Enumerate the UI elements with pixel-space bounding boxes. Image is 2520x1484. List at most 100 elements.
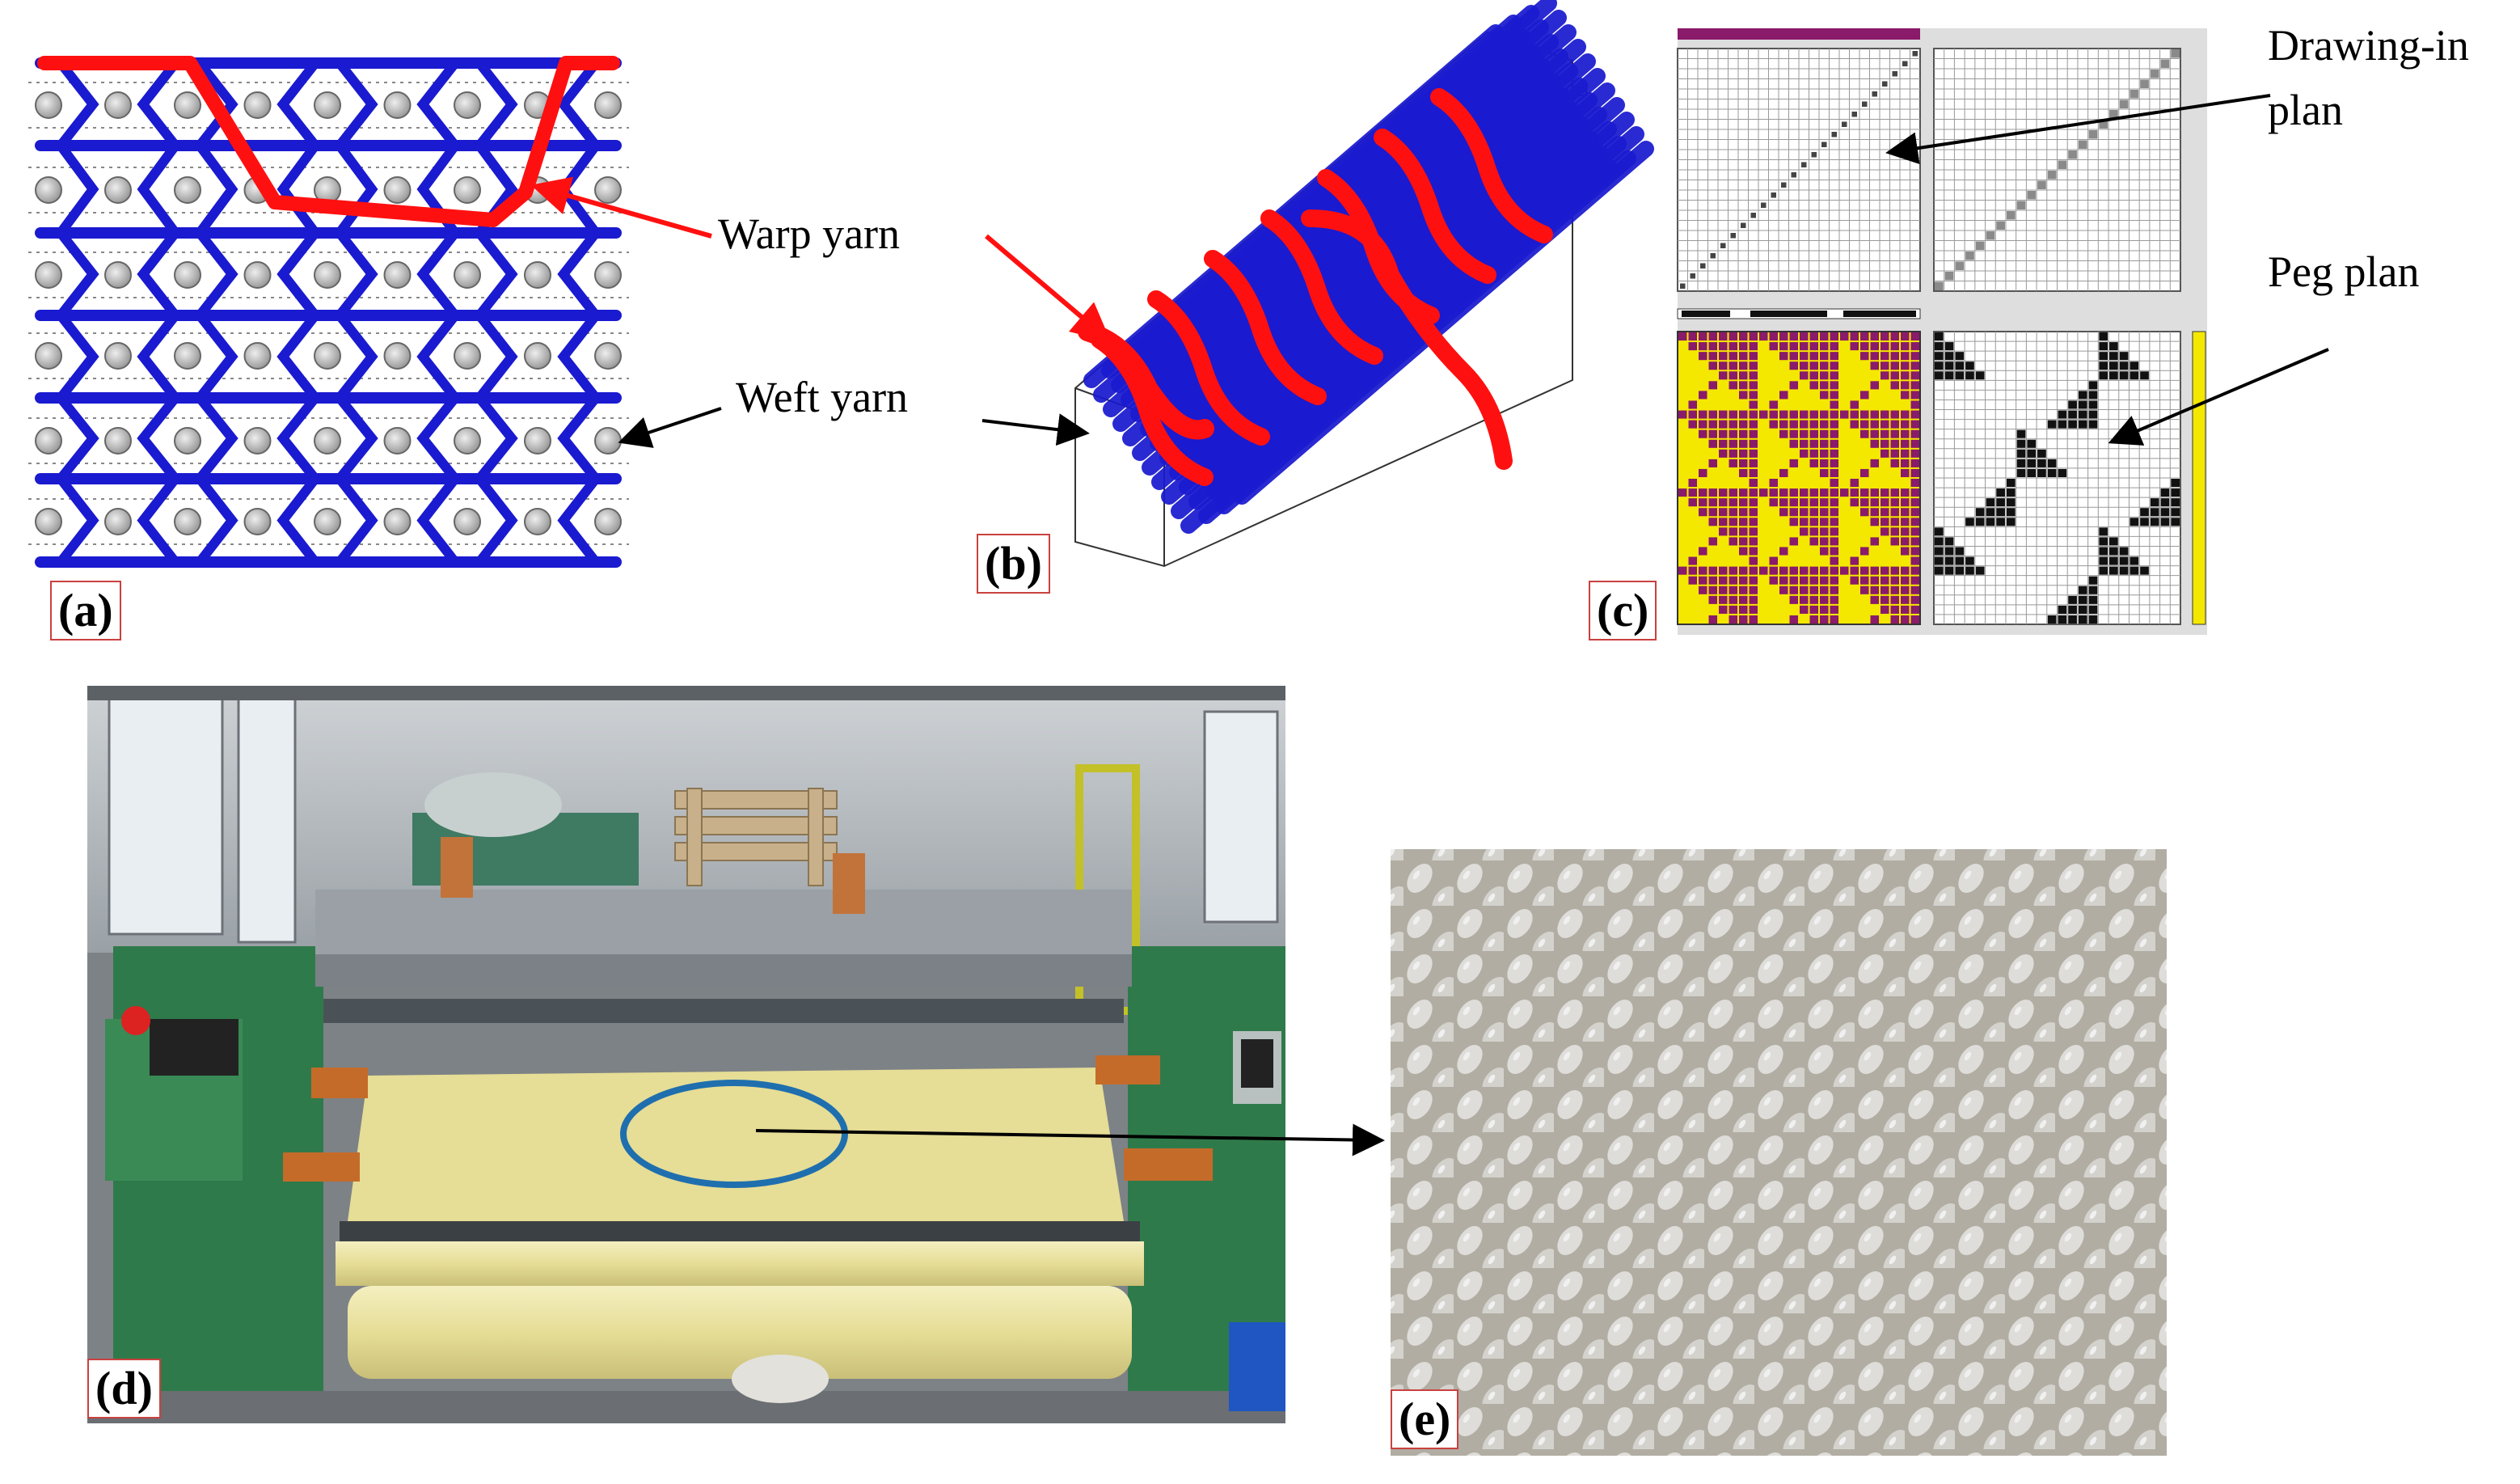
weft-yarn-section (174, 342, 201, 370)
weave-pattern-cell (1699, 547, 1707, 556)
weave-pattern-cell (1739, 391, 1748, 400)
peg-cell (1935, 361, 1944, 370)
weave-pattern-cell (1800, 332, 1809, 341)
weave-pattern-cell (1708, 429, 1717, 438)
weave-pattern-cell (1699, 468, 1707, 477)
weave-pattern-cell (1739, 537, 1748, 546)
drawing-in-label-line1: Drawing-in (2268, 21, 2469, 70)
weave-pattern-cell (1769, 488, 1778, 497)
weave-pattern-cell (1850, 342, 1859, 351)
weave-pattern-cell (1890, 381, 1899, 390)
weave-pattern-cell (1749, 342, 1758, 351)
peg-cell (2119, 556, 2129, 565)
weave-pattern-cell (1830, 595, 1838, 604)
weave-pattern-cell (1779, 332, 1788, 341)
weave-pattern-cell (1800, 595, 1809, 604)
weave-pattern-cell (1739, 518, 1748, 526)
weave-pattern-cell (1688, 566, 1697, 575)
drawing-in-cell (1842, 121, 1847, 127)
peg-cell (1944, 566, 1954, 575)
weave-pattern-grid (1677, 331, 1921, 625)
peg-cell (2068, 605, 2077, 614)
weave-pattern-cell (1789, 410, 1798, 419)
weave-pattern-cell (1870, 381, 1879, 390)
peg-cell (2099, 556, 2108, 565)
weave-pattern-cell (1830, 518, 1838, 526)
weave-pattern-cell (1820, 468, 1829, 477)
peg-cell (1935, 547, 1944, 556)
weave-pattern-cell (1881, 342, 1889, 351)
weave-pattern-cell (1890, 410, 1899, 419)
threading-cell (1996, 221, 2005, 230)
top-color-bar (1678, 28, 1920, 40)
weave-pattern-cell (1870, 508, 1879, 517)
peg-cell (2171, 518, 2180, 526)
weave-pattern-cell (1719, 361, 1728, 370)
threading-cell (2037, 180, 2046, 189)
weave-pattern-cell (1749, 615, 1758, 624)
weave-pattern-cell (1719, 488, 1728, 497)
weave-pattern-cell (1809, 518, 1818, 526)
weave-pattern-cell (1830, 420, 1838, 429)
weave-pattern-cell (1860, 342, 1869, 351)
weave-pattern-cell (1779, 342, 1788, 351)
weft-binder-crossing (475, 474, 601, 567)
weave-pattern-cell (1830, 361, 1838, 370)
weave-pattern-cell (1769, 410, 1778, 419)
weave-pattern-cell (1890, 342, 1899, 351)
weave-pattern-cell (1890, 439, 1899, 448)
weave-pattern-cell (1800, 576, 1809, 585)
drawing-in-cell (1720, 243, 1726, 248)
panel-a-weave-cross-section (28, 56, 629, 568)
weave-pattern-cell (1749, 595, 1758, 604)
weave-pattern-cell (1789, 566, 1798, 575)
peg-cell (1935, 352, 1944, 361)
weave-pattern-cell (1809, 498, 1818, 507)
weave-pattern-cell (1699, 410, 1707, 419)
weave-pattern-cell (1708, 459, 1717, 467)
peg-cell (2130, 371, 2139, 380)
weave-pattern-cell (1901, 615, 1910, 624)
peg-cell (1935, 342, 1944, 351)
weave-pattern-cell (1739, 381, 1748, 390)
weave-pattern-cell (1729, 518, 1737, 526)
weave-pattern-cell (1729, 615, 1737, 624)
weave-pattern-cell (1749, 537, 1758, 546)
weave-pattern-cell (1800, 420, 1809, 429)
weave-pattern-cell (1729, 410, 1737, 419)
weave-pattern-cell (1789, 498, 1798, 507)
weave-pattern-cell (1890, 537, 1899, 546)
weave-pattern-cell (1910, 508, 1919, 517)
weave-pattern-cell (1759, 410, 1768, 419)
weave-pattern-cell (1749, 420, 1758, 429)
weave-pattern-cell (1809, 371, 1818, 380)
peg-cell (2088, 381, 2098, 390)
weft-binder-crossing (475, 58, 601, 150)
weave-pattern-cell (1901, 586, 1910, 594)
weave-pattern-cell (1789, 352, 1798, 361)
weave-pattern-cell (1699, 429, 1707, 438)
weft-yarn-section (314, 342, 341, 370)
weave-pattern-cell (1809, 342, 1818, 351)
weave-pattern-cell (1870, 459, 1879, 467)
yellow-side-bar (2192, 331, 2206, 625)
weave-pattern-cell (1800, 605, 1809, 614)
peg-cell (1975, 566, 1985, 575)
weave-pattern-cell (1708, 332, 1717, 341)
drawing-in-arrow (1885, 94, 2271, 165)
weave-pattern-cell (1820, 449, 1829, 458)
weave-pattern-cell (1860, 352, 1869, 361)
peg-cell (2037, 468, 2046, 477)
peg-cell (1986, 498, 1995, 507)
weave-pattern-cell (1699, 508, 1707, 517)
warp-yarn-3d (1260, 209, 1383, 365)
weave-pattern-cell (1910, 518, 1919, 526)
weave-pattern-cell (1890, 361, 1899, 370)
peg-cell (2006, 508, 2016, 517)
weave-pattern-cell (1719, 371, 1728, 380)
weave-pattern-cell (1729, 537, 1737, 546)
weft-yarn-section (594, 342, 622, 370)
peg-cell (2099, 527, 2108, 536)
threading-cell (2171, 49, 2180, 58)
